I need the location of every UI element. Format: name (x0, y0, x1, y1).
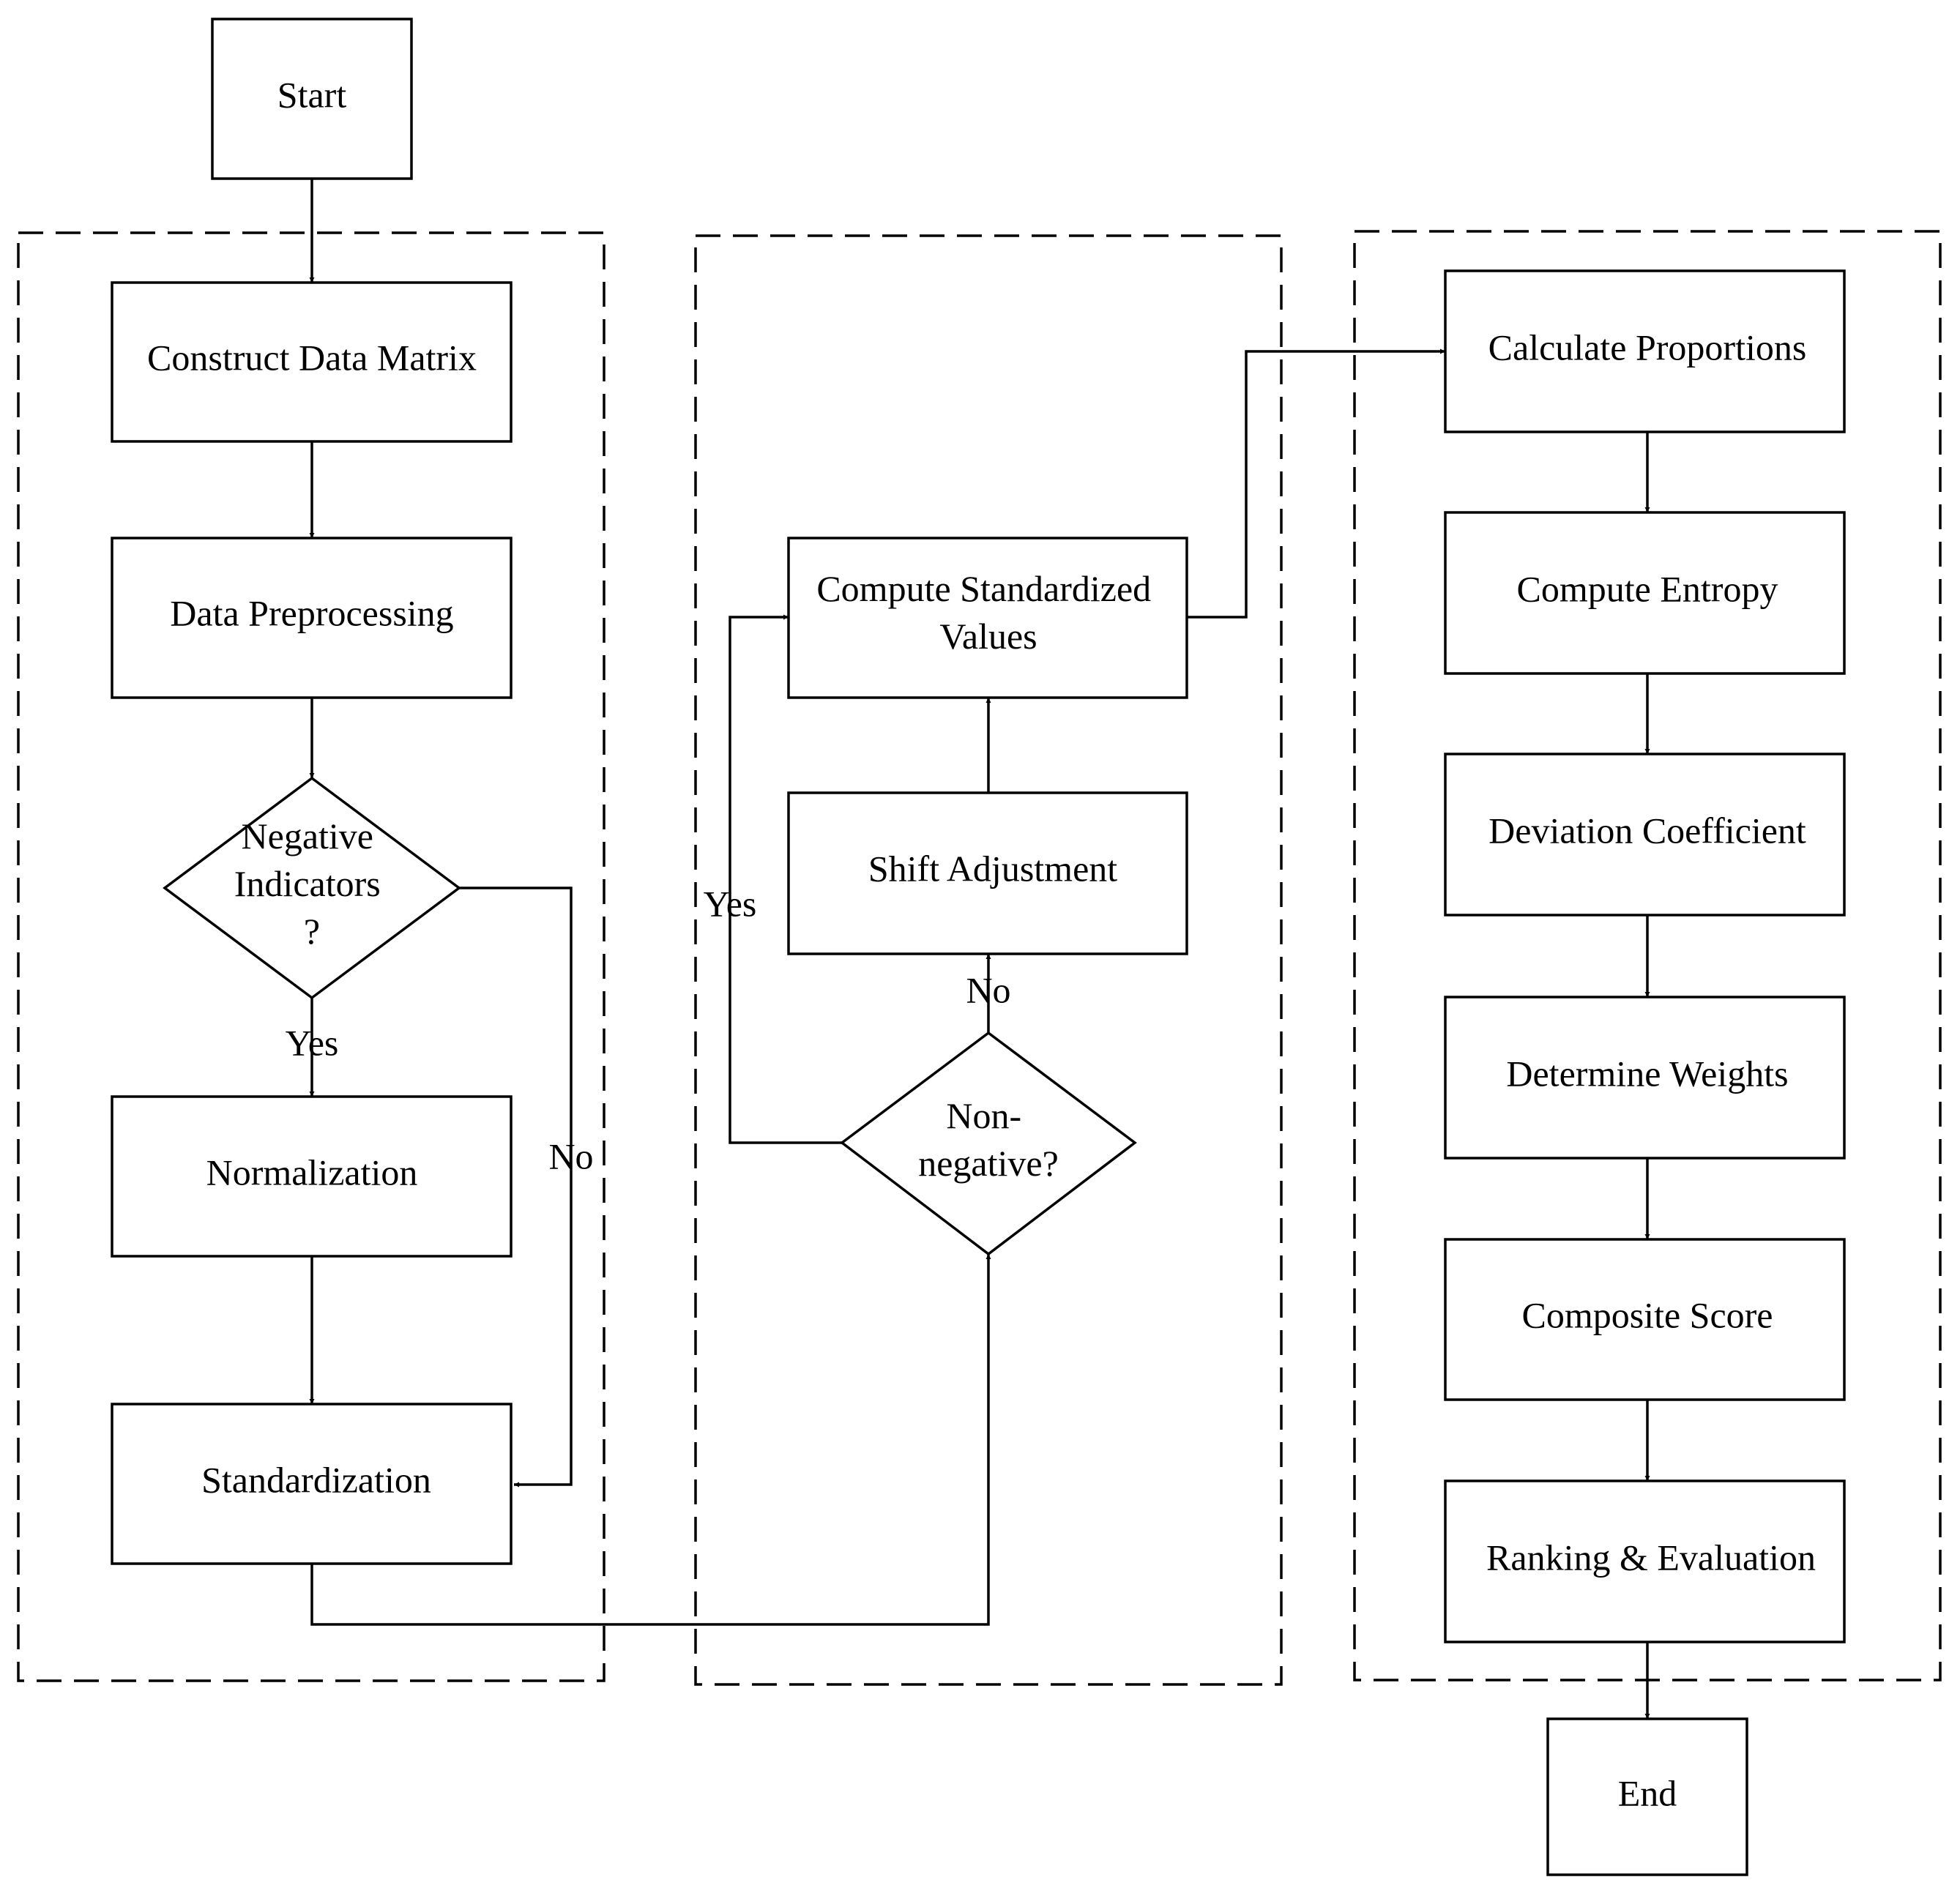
non-negative-decision (840, 1031, 1137, 1256)
compute-standardized-values-node (787, 537, 1188, 699)
deviation-coefficient-node (1444, 753, 1846, 917)
negative-indicators-decision (163, 776, 461, 1000)
composite-score-node (1444, 1238, 1846, 1401)
edge-nonnegative-to-compute (729, 614, 842, 1144)
start-label: Start (277, 74, 347, 115)
normalization-node (111, 1095, 513, 1258)
compute-entropy-label: Compute Entropy (1517, 568, 1778, 609)
shift-adjustment-label: Shift Adjustment (868, 848, 1117, 889)
negative-indicators-line-1: Negative (242, 815, 373, 856)
data-preprocessing-node (111, 537, 513, 699)
shift-adjustment-node (787, 791, 1188, 955)
non-negative-yes-label: Yes (704, 883, 757, 924)
calculate-proportions-label: Calculate Proportions (1488, 326, 1807, 367)
edge-negative-to-standardization (459, 887, 573, 1488)
negative-indicators-label: Negative Indicators ? (234, 815, 390, 952)
negative-indicators-line-2: Indicators (234, 863, 381, 904)
compute-entropy-node (1444, 511, 1846, 675)
non-negative-line-1: Non- (946, 1095, 1021, 1136)
edge-compute-to-proportions (1187, 348, 1445, 619)
composite-score-label: Composite Score (1521, 1294, 1773, 1335)
compute-standardized-values-line-1: Compute Standardized (816, 568, 1151, 609)
construct-data-matrix-node (111, 281, 513, 443)
standardization-label: Standardization (201, 1459, 431, 1500)
determine-weights-label: Determine Weights (1506, 1053, 1788, 1094)
negative-indicators-line-3: ? (304, 911, 320, 952)
determine-weights-node (1444, 996, 1846, 1160)
ranking-evaluation-label: Ranking & Evaluation (1486, 1537, 1816, 1578)
end-node (1546, 1717, 1748, 1876)
group-preprocessing-panel (17, 231, 605, 1682)
compute-standardized-values-label: Compute Standardized Values (816, 568, 1160, 657)
start-node (211, 18, 413, 180)
standardization-node (111, 1403, 513, 1565)
data-preprocessing-label: Data Preprocessing (170, 592, 453, 633)
end-label: End (1618, 1772, 1677, 1813)
non-negative-label: Non- negative? (918, 1095, 1059, 1184)
construct-data-matrix-label: Construct Data Matrix (147, 337, 477, 378)
non-negative-line-2: negative? (918, 1143, 1059, 1184)
calculate-proportions-node (1444, 269, 1846, 433)
negative-no-label: No (548, 1135, 593, 1176)
deviation-coefficient-label: Deviation Coefficient (1488, 810, 1806, 851)
negative-yes-label: Yes (286, 1022, 339, 1063)
non-negative-no-label: No (966, 969, 1010, 1010)
ranking-evaluation-node (1444, 1479, 1846, 1643)
edge-standardization-to-nonnegative (310, 1254, 991, 1626)
group-standardization-panel (694, 234, 1283, 1686)
normalization-label: Normalization (206, 1152, 418, 1193)
compute-standardized-values-line-2: Values (939, 616, 1037, 657)
